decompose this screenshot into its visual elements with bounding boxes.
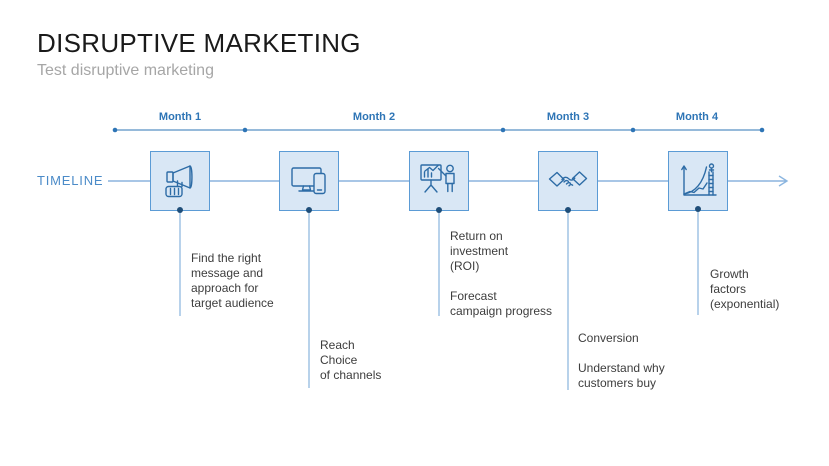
handshake-icon — [546, 159, 590, 203]
month-segment-line — [112, 127, 765, 133]
milestone-text-5: Growth factors (exponential) — [710, 267, 779, 312]
milestone-dot-2 — [306, 207, 312, 213]
milestone-text-line: customers buy — [578, 376, 657, 390]
month-label-4: Month 4 — [675, 111, 719, 123]
timeline-label: TIMELINE — [37, 173, 104, 188]
milestone-text-line: investment — [450, 244, 509, 258]
milestone-text-line: (ROI) — [450, 259, 480, 273]
milestone-box-3 — [409, 151, 469, 211]
devices-icon — [287, 159, 331, 203]
milestone-text-line: Choice — [320, 353, 358, 367]
milestone-text-4: Conversion Understand why customers buy — [578, 331, 665, 391]
milestone-dot-3 — [436, 207, 442, 213]
milestone-text-line: campaign progress — [450, 304, 553, 318]
milestone-connector-lines — [179, 211, 699, 390]
month-label-3: Month 3 — [546, 111, 590, 123]
milestone-text-line — [450, 274, 552, 289]
page-title: DISRUPTIVE MARKETING — [37, 28, 361, 58]
milestone-box-5 — [668, 151, 728, 211]
milestone-text-line: Forecast — [450, 289, 497, 303]
milestone-text-line: Conversion — [578, 331, 639, 345]
megaphone-icon — [158, 159, 202, 203]
milestone-dot-5 — [695, 206, 701, 212]
milestone-box-1 — [150, 151, 210, 211]
milestone-text-line: Reach — [320, 338, 355, 352]
milestone-text-line: Understand why — [578, 361, 665, 375]
milestone-text-line: factors — [710, 282, 747, 296]
page-subtitle: Test disruptive marketing — [37, 62, 214, 79]
milestone-text-line: Find the right — [191, 251, 262, 265]
month-label-2: Month 2 — [352, 111, 396, 123]
milestone-text-line: target audience — [191, 296, 274, 310]
milestone-text-2: Reach Choice of channels — [320, 338, 381, 383]
milestone-text-line: Growth — [710, 267, 749, 281]
milestone-text-line: Return on — [450, 229, 503, 243]
milestone-text-3: Return on investment (ROI) Forecast camp… — [450, 229, 552, 319]
presentation-icon — [417, 159, 461, 203]
milestone-box-2 — [279, 151, 339, 211]
milestone-text-line: message and — [191, 266, 264, 280]
milestone-text-line: of channels — [320, 368, 382, 382]
month-label-1: Month 1 — [158, 111, 202, 123]
milestone-text-line — [578, 346, 665, 361]
milestone-box-4 — [538, 151, 598, 211]
milestone-text-1: Find the right message and approach for … — [191, 251, 274, 311]
milestone-text-line: (exponential) — [710, 297, 780, 311]
milestone-dot-4 — [565, 207, 571, 213]
milestone-dot-1 — [177, 207, 183, 213]
milestone-text-line: approach for — [191, 281, 259, 295]
growth-chart-icon — [676, 159, 720, 203]
